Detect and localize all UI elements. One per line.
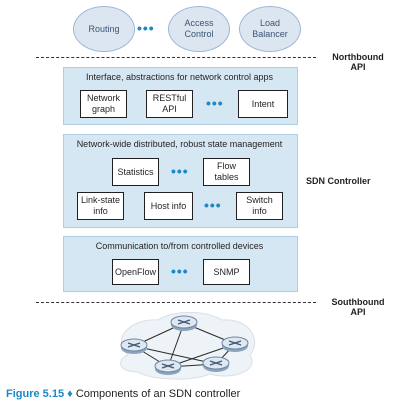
app-load-balancer: Load Balancer: [239, 6, 301, 52]
router-icon: [221, 336, 249, 352]
network-graph-box: Network graph: [80, 90, 127, 118]
flow-tables-box: Flow tables: [203, 158, 250, 186]
app-routing: Routing: [73, 6, 135, 52]
router-icon: [170, 315, 198, 331]
layer1-ellipsis: •••: [206, 95, 224, 111]
host-info-box: Host info: [144, 192, 193, 220]
router-icon: [154, 359, 182, 375]
router-icon: [120, 338, 148, 354]
figure-caption: Figure 5.15 ♦ Components of an SDN contr…: [6, 388, 240, 400]
link-state-info-box: Link-state info: [77, 192, 124, 220]
layer-communication: [63, 236, 298, 292]
router-icon: [202, 356, 230, 372]
apps-ellipsis: •••: [137, 20, 155, 36]
snmp-box: SNMP: [203, 259, 250, 285]
southbound-divider: [36, 302, 316, 303]
switch-info-box: Switch info: [236, 192, 283, 220]
northbound-api-label: Northbound API: [332, 52, 384, 72]
figure-caption-text: Components of an SDN controller: [75, 388, 241, 400]
layer-communication-title: Communication to/from controlled devices: [95, 241, 264, 251]
openflow-box: OpenFlow: [112, 259, 159, 285]
intent-box: Intent: [238, 90, 288, 118]
layer-abstractions-title: Interface, abstractions for network cont…: [85, 72, 274, 82]
caption-bullet: ♦: [67, 388, 73, 400]
restful-api-box: RESTful API: [146, 90, 193, 118]
northbound-divider: [36, 57, 316, 58]
sdn-controller-label: SDN Controller: [306, 176, 371, 186]
southbound-api-label: Southbound API: [331, 297, 385, 317]
layer2-row2-ellipsis: •••: [204, 197, 222, 213]
layer3-ellipsis: •••: [171, 263, 189, 279]
layer2-row1-ellipsis: •••: [171, 163, 189, 179]
network-diagram: [120, 311, 256, 380]
statistics-box: Statistics: [112, 158, 159, 186]
layer-state-management-title: Network-wide distributed, robust state m…: [76, 139, 283, 149]
app-access-control: Access Control: [168, 6, 230, 52]
figure-number: Figure 5.15: [6, 388, 65, 400]
